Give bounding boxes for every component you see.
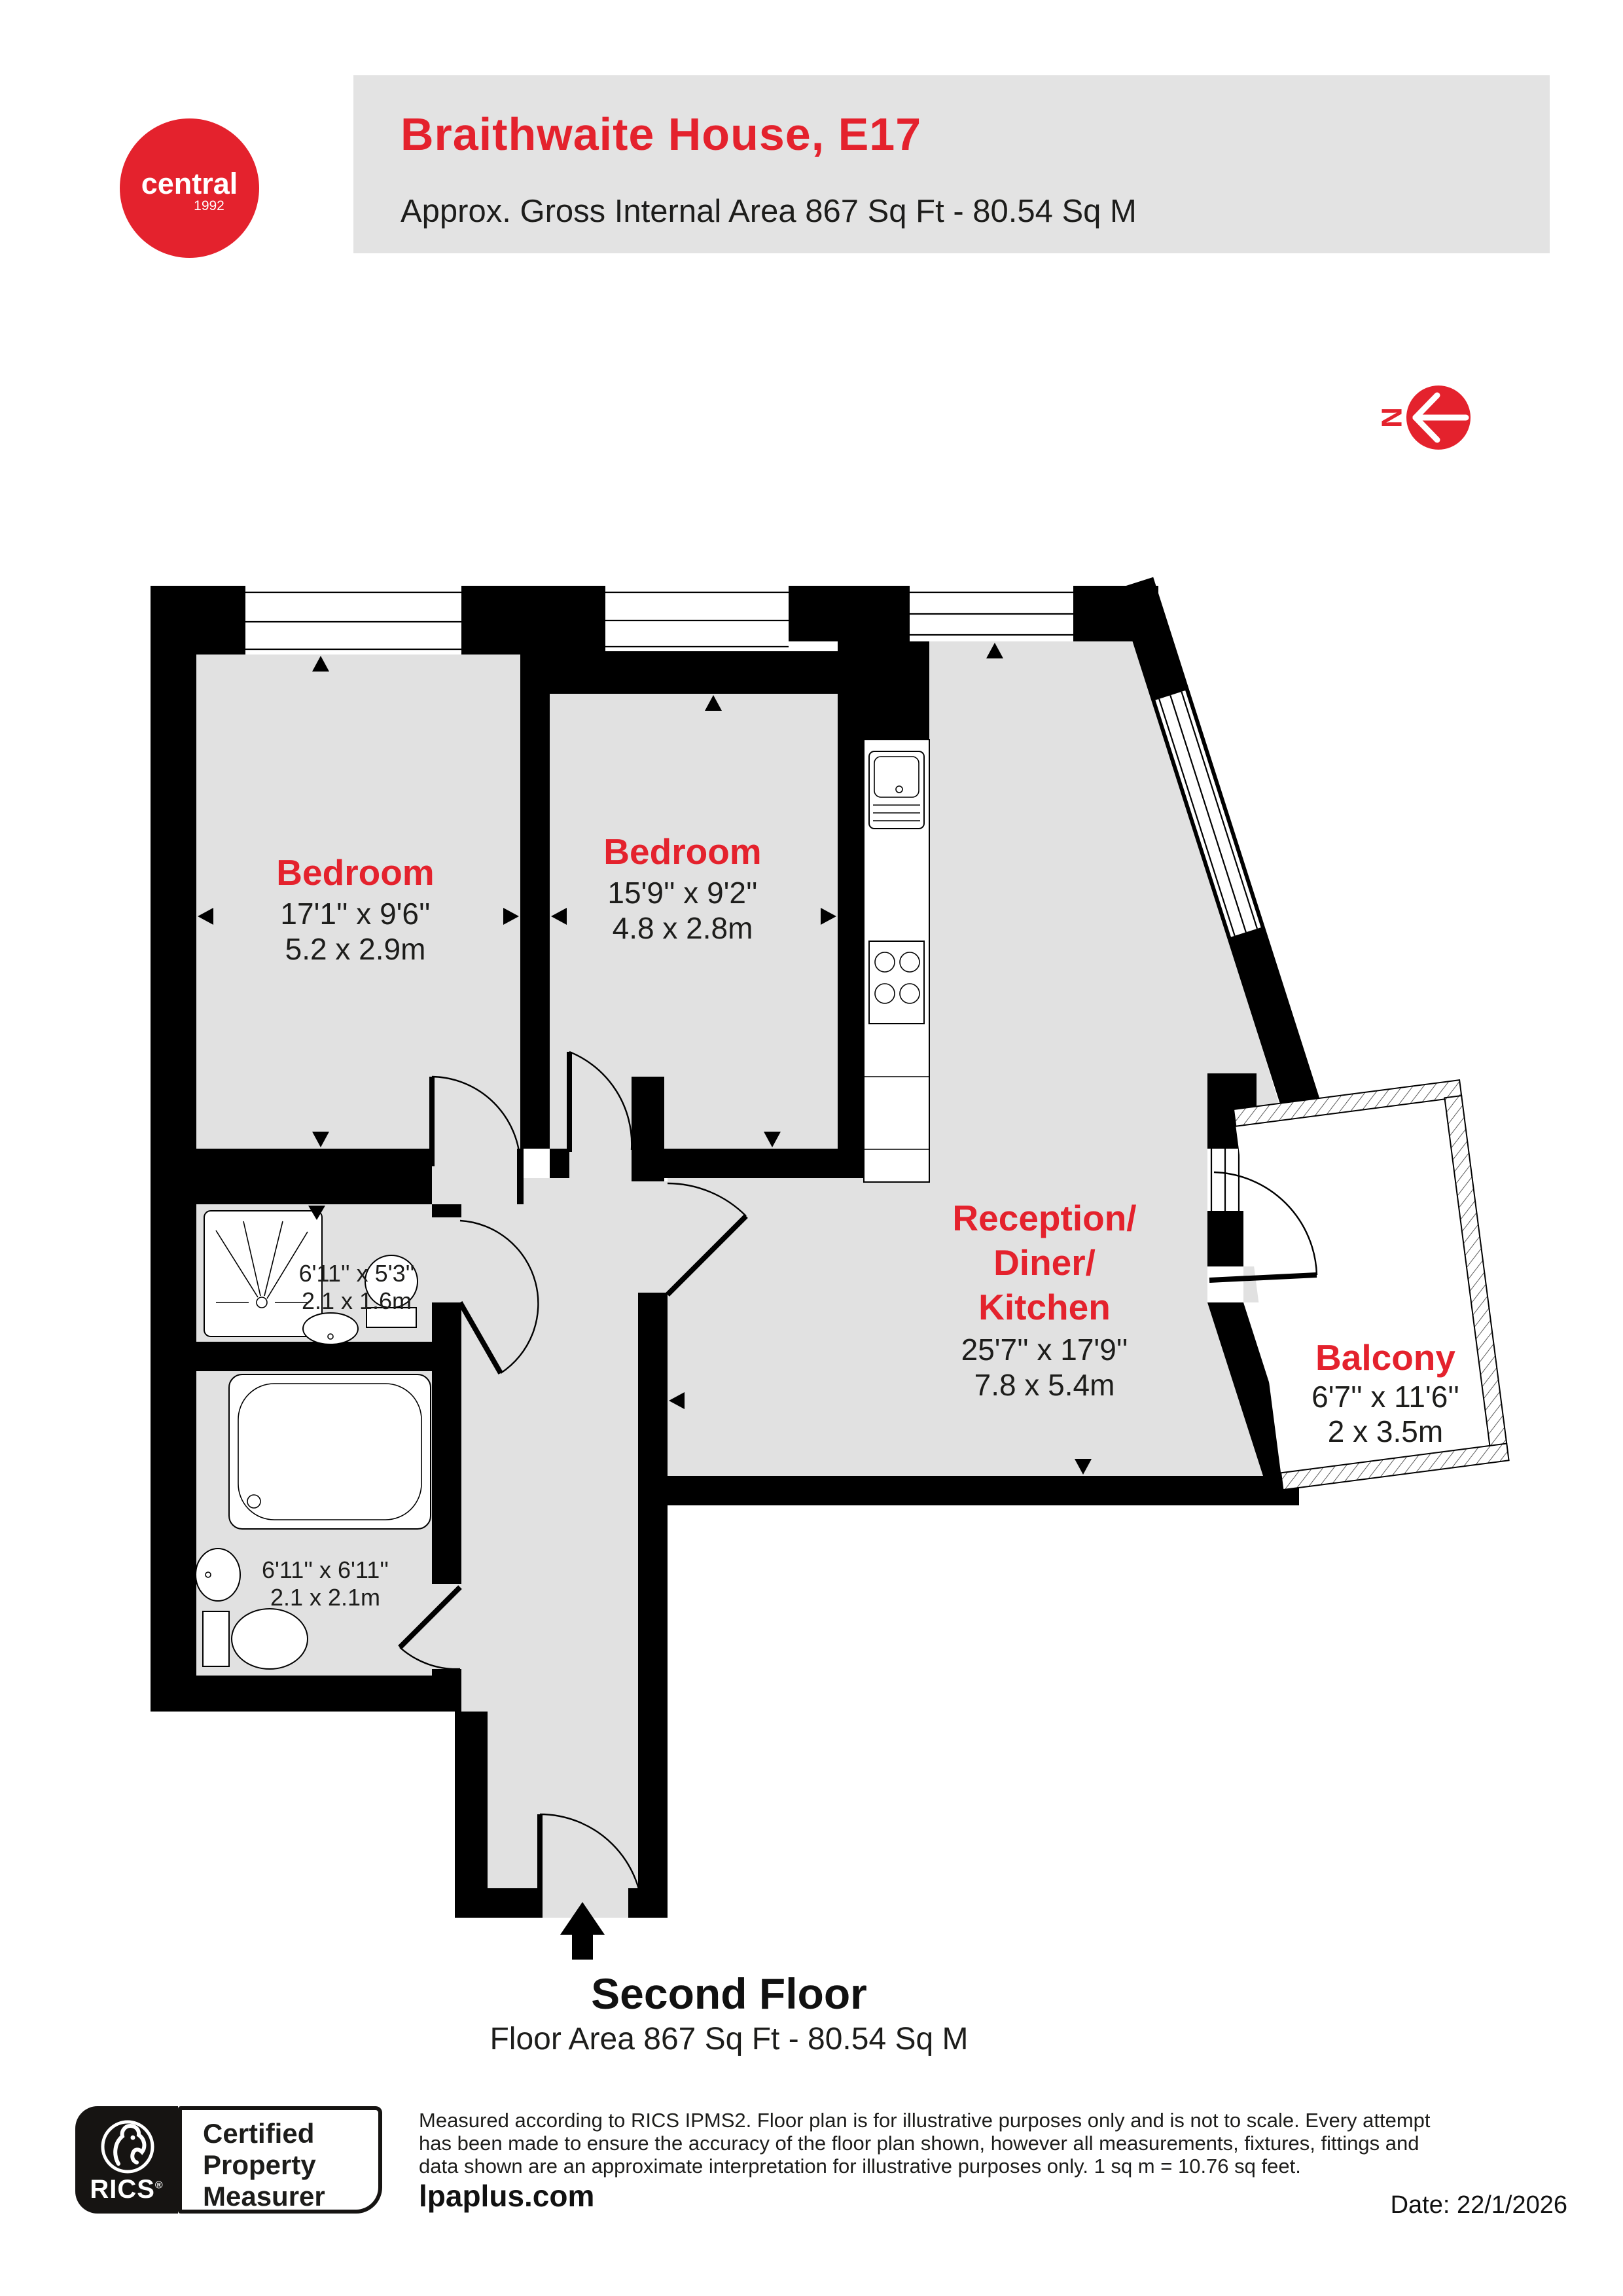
reception-label-line3: Kitchen [978, 1287, 1111, 1327]
disclaimer-text: Measured according to RICS IPMS2. Floor … [419, 2109, 1571, 2178]
room-labels: Bedroom 17'1'' x 9'6'' 5.2 x 2.9m Bedroo… [262, 831, 1459, 1611]
agency-logo: central 1992 [120, 118, 259, 258]
doors [398, 1050, 1318, 1918]
balcony-label: Balcony [1315, 1337, 1455, 1378]
reception-dims-metric: 7.8 x 5.4m [974, 1368, 1115, 1402]
bedroom2-dims-imperial: 15'9'' x 9'2'' [607, 876, 757, 910]
kitchen-hob-icon [868, 941, 925, 1024]
hallway-floor [461, 1178, 638, 1888]
basin-icon [302, 1312, 359, 1345]
kitchen-sink-icon [868, 751, 925, 829]
rics-badge: RICS® [75, 2106, 178, 2214]
floor-title: Second Floor [591, 1969, 867, 2018]
bedroom1-window [245, 586, 461, 655]
bedroom1-label: Bedroom [276, 852, 434, 893]
bedroom2-label: Bedroom [603, 831, 761, 872]
balcony-dims-metric: 2 x 3.5m [1328, 1414, 1443, 1448]
bedroom1-dims-imperial: 17'1'' x 9'6'' [280, 897, 430, 931]
agency-logo-year: 1992 [194, 198, 224, 213]
balcony-dims-imperial: 6'7'' x 11'6'' [1311, 1380, 1459, 1414]
bedroom1-dims-metric: 5.2 x 2.9m [285, 932, 426, 966]
cert-line-2: Property [203, 2149, 316, 2180]
website-label: lpaplus.com [419, 2179, 595, 2213]
shower-room-fixtures [204, 1210, 418, 1345]
windows [245, 586, 1073, 655]
floor-area-label: Floor Area 867 Sq Ft - 80.54 Sq M [490, 2022, 969, 2056]
shower-tray-icon [204, 1210, 323, 1337]
bathroom-dims-metric: 2.1 x 2.1m [270, 1584, 380, 1611]
bedroom1-floor [196, 655, 520, 1149]
balcony-structure [1232, 1079, 1510, 1491]
date-label: Date: 22/1/2026 [1390, 2191, 1567, 2219]
bathtub-icon [228, 1374, 431, 1530]
disclaimer-line-2: has been made to ensure the accuracy of … [419, 2132, 1419, 2155]
certified-measurer-badge: Certified Property Measurer [178, 2106, 382, 2214]
north-label: N [1376, 407, 1408, 428]
reception-label-line2: Diner/ [993, 1242, 1096, 1283]
rics-brand: RICS [90, 2175, 155, 2204]
bathroom-fixtures [195, 1374, 431, 1670]
basin-icon [195, 1548, 241, 1602]
kitchen-counter [863, 739, 930, 1183]
north-arrow-icon [1412, 392, 1469, 443]
header-box: Braithwaite House, E17 Approx. Gross Int… [353, 75, 1550, 253]
shower-room-dims-imperial: 6'11'' x 5'3'' [299, 1260, 415, 1287]
reception-label-line1: Reception/ [952, 1198, 1136, 1238]
reception-dims-imperial: 25'7'' x 17'9'' [961, 1333, 1128, 1367]
bedroom2-floor [550, 694, 838, 1149]
agency-logo-brand: central [141, 167, 238, 200]
toilet-icon [202, 1608, 308, 1670]
measurement-arrows [198, 643, 1092, 1475]
cert-line-3: Measurer [203, 2181, 325, 2212]
page-title: Braithwaite House, E17 [401, 109, 922, 160]
page-subtitle: Approx. Gross Internal Area 867 Sq Ft - … [401, 194, 1137, 229]
toilet-icon [365, 1255, 418, 1328]
disclaimer-line-1: Measured according to RICS IPMS2. Floor … [419, 2109, 1431, 2132]
rics-reg-mark: ® [154, 2179, 164, 2191]
bathroom-dims-imperial: 6'11'' x 6'11'' [262, 1556, 389, 1583]
angled-exterior-wall [1116, 577, 1322, 1116]
entrance-arrow-icon [560, 1902, 605, 1960]
rics-lion-icon [101, 2120, 154, 2174]
bedroom2-dims-metric: 4.8 x 2.8m [613, 911, 753, 945]
door-openings [432, 1149, 1279, 1918]
rics-badge-label: RICS® [75, 2175, 178, 2204]
disclaimer-line-3: data shown are an approximate interpreta… [419, 2155, 1301, 2178]
shower-room-dims-metric: 2.1 x 1.6m [302, 1287, 412, 1314]
bedroom2-window [605, 586, 789, 651]
north-indicator: N [1376, 386, 1471, 450]
reception-floor [668, 641, 1283, 1476]
cert-line-1: Certified [203, 2118, 315, 2149]
